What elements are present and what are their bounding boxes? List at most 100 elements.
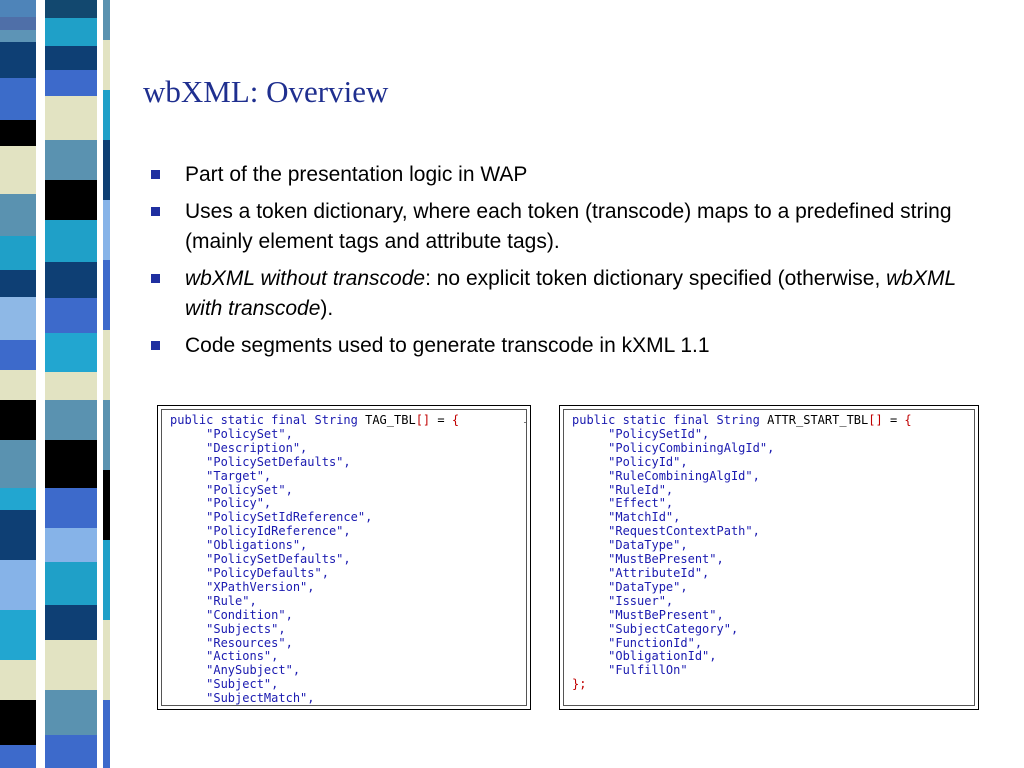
stripe-segment bbox=[45, 372, 97, 400]
bullet-emphasis: wbXML with transcode bbox=[185, 267, 956, 320]
stripe-segment bbox=[103, 540, 110, 620]
code-line: "AnySubject", bbox=[206, 663, 301, 678]
code-line: "Policy", bbox=[206, 496, 272, 511]
code-line: "MustBePresent", bbox=[608, 552, 724, 567]
stripe-segment bbox=[45, 0, 97, 18]
code-line: "PolicySetDefaults", bbox=[206, 552, 351, 567]
stripe-segment bbox=[45, 18, 97, 46]
code-line: "Issuer", bbox=[608, 593, 674, 608]
code-line: "RuleCombiningAlgId", bbox=[608, 468, 760, 483]
code-line: "Subjects", bbox=[206, 621, 286, 636]
bullet-list: Part of the presentation logic in WAP Us… bbox=[150, 160, 970, 368]
stripe-segment bbox=[0, 0, 36, 17]
stripe-segment bbox=[0, 488, 36, 510]
bullet-item: Code segments used to generate transcode… bbox=[150, 331, 970, 361]
stripe-segment bbox=[0, 42, 36, 78]
stripe-segment bbox=[0, 700, 36, 745]
code-line: "Resources", bbox=[206, 635, 293, 650]
stripe-segment bbox=[103, 140, 110, 200]
code-line: "RequestContextPath", bbox=[608, 524, 760, 539]
bullet-emphasis: wbXML without transcode bbox=[185, 267, 426, 290]
code-line: "ObligationId", bbox=[608, 649, 717, 664]
code-line: "Obligations", bbox=[206, 538, 308, 553]
stripe-segment bbox=[103, 620, 110, 700]
stripe-column-b bbox=[45, 0, 97, 768]
stripe-segment bbox=[45, 333, 97, 372]
code-line: "Rule", bbox=[206, 593, 257, 608]
stripe-segment bbox=[0, 510, 36, 560]
stripe-segment bbox=[45, 735, 97, 768]
square-bullet-icon bbox=[151, 170, 160, 179]
stripe-segment bbox=[0, 30, 36, 42]
code-line: "PolicySetDefaults", bbox=[206, 454, 351, 469]
code-line: "Description", bbox=[206, 440, 308, 455]
code-line: "FulfillOn" bbox=[608, 663, 688, 678]
stripe-segment bbox=[45, 640, 97, 690]
slide-title: wbXML: Overview bbox=[143, 74, 389, 109]
stripe-segment bbox=[0, 270, 36, 297]
square-bullet-icon bbox=[151, 274, 160, 283]
code-line: "Effect", bbox=[608, 496, 674, 511]
stripe-segment bbox=[0, 146, 36, 194]
stripe-segment bbox=[103, 200, 110, 260]
stripe-segment bbox=[0, 120, 36, 146]
code-box-tag-table: public static final String TAG_TBL[] = {… bbox=[157, 405, 531, 710]
stripe-segment bbox=[45, 262, 97, 298]
stripe-segment bbox=[0, 236, 36, 270]
bullet-text: : no explicit token dictionary specified… bbox=[425, 267, 887, 290]
code-line: "Actions", bbox=[206, 649, 279, 664]
code-line: "PolicyCombiningAlgId", bbox=[608, 440, 775, 455]
code-line: "SubjectCategory", bbox=[608, 621, 739, 636]
stripe-segment bbox=[0, 78, 36, 120]
decorative-stripe bbox=[0, 0, 118, 768]
bullet-text: Part of the presentation logic in WAP bbox=[185, 163, 528, 186]
bullet-item: Part of the presentation logic in WAP bbox=[150, 160, 970, 190]
code-items: "PolicySet", "Description", "PolicySetDe… bbox=[170, 427, 372, 705]
stripe-segment bbox=[45, 140, 97, 180]
stripe-segment bbox=[0, 560, 36, 610]
bullet-text: Uses a token dictionary, where each toke… bbox=[185, 200, 952, 253]
code-line: "XPathVersion", bbox=[206, 579, 315, 594]
code-line: "PolicyIdReference", bbox=[206, 524, 351, 539]
stripe-segment bbox=[45, 440, 97, 488]
stripe-segment bbox=[103, 0, 110, 40]
code-closing: }; bbox=[572, 677, 587, 692]
code-box-attr-start-table: public static final String ATTR_START_TB… bbox=[559, 405, 979, 710]
stripe-segment bbox=[0, 440, 36, 488]
stripe-column-c bbox=[103, 0, 110, 768]
stripe-segment bbox=[45, 180, 97, 220]
code-items: "PolicySetId", "PolicyCombiningAlgId", "… bbox=[572, 427, 774, 677]
code-line: "SubjectMatch", bbox=[206, 691, 315, 706]
code-line: "PolicySet", bbox=[206, 426, 293, 441]
stripe-segment bbox=[0, 194, 36, 236]
code-line: "PolicySetId", bbox=[608, 426, 710, 441]
square-bullet-icon bbox=[151, 207, 160, 216]
stripe-segment bbox=[0, 610, 36, 660]
selection-dots bbox=[524, 422, 526, 423]
code-line: "FunctionId", bbox=[608, 635, 703, 650]
stripe-segment bbox=[45, 220, 97, 262]
code-line: "DataType", bbox=[608, 538, 688, 553]
bullet-text: Code segments used to generate transcode… bbox=[185, 334, 710, 357]
square-bullet-icon bbox=[151, 341, 160, 350]
code-line: "PolicySetIdReference", bbox=[206, 510, 373, 525]
stripe-segment bbox=[45, 488, 97, 528]
code-line: "MustBePresent", bbox=[608, 607, 724, 622]
stripe-segment bbox=[0, 660, 36, 700]
code-line: "PolicySet", bbox=[206, 482, 293, 497]
code-line: "PolicyDefaults", bbox=[206, 565, 329, 580]
code-frame: public static final String ATTR_START_TB… bbox=[563, 409, 975, 706]
stripe-segment bbox=[45, 690, 97, 735]
code-line: "Target", bbox=[206, 468, 272, 483]
stripe-segment bbox=[45, 528, 97, 562]
stripe-segment bbox=[45, 46, 97, 70]
stripe-segment bbox=[45, 298, 97, 333]
code-line: "MatchId", bbox=[608, 510, 681, 525]
stripe-segment bbox=[0, 745, 36, 768]
code-frame: public static final String TAG_TBL[] = {… bbox=[161, 409, 527, 706]
stripe-segment bbox=[0, 297, 36, 340]
stripe-segment bbox=[45, 400, 97, 440]
stripe-segment bbox=[103, 470, 110, 540]
stripe-segment bbox=[103, 40, 110, 90]
stripe-column-a bbox=[0, 0, 36, 768]
